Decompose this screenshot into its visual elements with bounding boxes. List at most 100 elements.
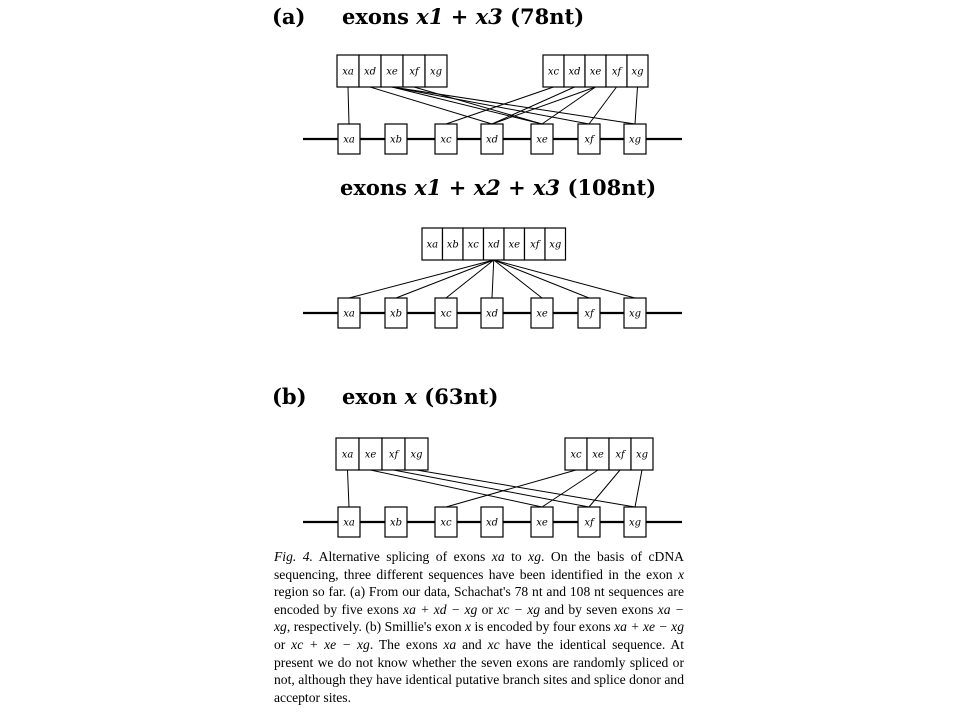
d3-gene-exon-xc [434,506,458,538]
d1-left-mrna-exon-label: xf [409,67,421,78]
diagram2-title-suffix: (108nt) [560,175,657,200]
diagram2-title-plus2: + [500,175,534,200]
caption-exon: xc [487,636,500,652]
d3-splice-line [347,469,350,508]
diagram2-heading: exons x1 + x2 + x3 (108nt) [340,175,656,200]
caption-exon: x [677,566,684,582]
d3-splice-line [541,469,599,508]
d1-splice-line [588,86,617,125]
d2-mrna-exon-label: xf [530,240,542,251]
d2-splice-line [445,259,495,299]
d2-gene-exon-label: xg [629,309,641,320]
panel-b-label: (b) [272,384,307,409]
d1-splice-line [391,86,543,125]
caption-text: to [504,549,529,564]
d3-gene-exon-label: xd [486,518,498,529]
caption-exon: xa [491,549,505,564]
caption-text: and [456,636,488,652]
d3-right-mrna-exon-label: xg [636,450,648,461]
d3-gene-exon-xg [623,506,647,538]
figure-caption: Fig. 4. Alternative splicing of exons xa… [274,548,684,706]
d3-gene-exon-label: xe [536,518,548,529]
d1-gene-exon-label: xb [390,135,402,146]
diagram2-title-x1: x1 [414,175,442,200]
d3-left-mrna-exon-label: xf [389,450,401,461]
caption-text: . The exons [369,636,444,652]
caption-text: region so far. (a) From our data, Schach… [274,584,684,617]
d2-mrna-exon-label: xb [447,240,459,251]
diagram1-title-suffix: (78nt) [502,4,585,29]
diagram2-title-x3: x3 [533,175,561,200]
d1-splice-line [445,86,554,125]
d2-splice-line [395,259,494,299]
d2-mrna-exon-label: xd [488,240,500,251]
d2-gene-exon-xa [337,297,361,329]
d1-gene-exon-xf [577,123,601,155]
d3-splice-line [370,469,543,508]
d2-mrna-exon-label: xg [549,240,561,251]
d1-gene-exon-label: xf [584,135,596,146]
d1-splice-line [391,86,590,125]
d1-gene-exon-xc [434,123,458,155]
d2-gene-exon-xf [577,297,601,329]
d2-gene-exon-xg [623,297,647,329]
panel-b-heading: (b)exon x (63nt) [272,384,498,409]
d1-gene-exon-label: xd [486,135,498,146]
d1-left-mrna-exon-label: xe [386,67,398,78]
d2-gene-exon-xd [480,297,504,329]
d1-splice-line [369,86,493,125]
d3-left-mrna-exon-label: xe [365,450,377,461]
d2-gene-exon-label: xd [486,309,498,320]
d2-splice-line [493,259,543,299]
d2-splice-line [493,259,590,299]
caption-exon: xa − xg [274,601,684,635]
d3-gene-exon-xe [530,506,554,538]
d3-left-mrna-exon-label: xa [342,450,354,461]
diagram2-title-prefix: exons [340,175,415,200]
d3-gene-exon-label: xa [343,518,355,529]
caption-text: is encoded by four exons [471,619,615,635]
d2-mrna-exon-label: xe [508,240,520,251]
diagram1-title-x1: x1 [416,4,444,29]
d1-splice-line [541,86,596,125]
diagram2-title-x2: x2 [473,175,501,200]
caption-exon: xc + xe − xg [291,636,370,652]
panel-a-label: (a) [272,4,306,29]
d1-splice-line [347,86,350,125]
d1-splice-line [491,86,596,125]
d3-gene-exon-xd [480,506,504,538]
d1-gene-exon-xb [384,123,408,155]
d1-right-mrna-exon-label: xc [548,67,560,78]
diagram2-title-plus1: + [441,175,474,200]
d2-splice-line [348,259,494,299]
d1-left-mrna-exon-label: xa [342,67,354,78]
d2-gene-exon-label: xb [390,309,402,320]
d3-gene-exon-xf [577,506,601,538]
caption-exon: xc − xg [497,601,541,617]
caption-text: , respectively. (b) Smillie's exon [286,619,465,635]
caption-exon: xg [528,549,542,564]
d1-splice-line [491,86,575,125]
d3-gene-exon-xb [384,506,408,538]
diagram1-title-prefix: exons [342,4,417,29]
d1-right-mrna-exon-label: xd [568,67,580,78]
d2-gene-exon-label: xc [440,309,452,320]
caption-exon: xa + xe − xg [614,619,684,635]
caption-text: or [477,601,498,617]
panel-b-title-suffix: (63nt) [417,384,499,409]
d3-right-mrna-exon-label: xc [570,450,582,461]
caption-fig-label: Fig. 4. [274,549,313,564]
diagram1-title-plus: + [443,4,476,29]
d2-splice-line [491,259,495,299]
d1-splice-line [413,86,543,125]
d3-splice-line [588,469,621,508]
d3-gene-exon-label: xc [440,518,452,529]
d1-left-mrna-exon-xg [424,54,448,88]
caption-text: have the identical sequence. At present … [274,636,684,705]
d2-gene-exon-xb [384,297,408,329]
d2-mrna-exon-label: xa [426,240,438,251]
